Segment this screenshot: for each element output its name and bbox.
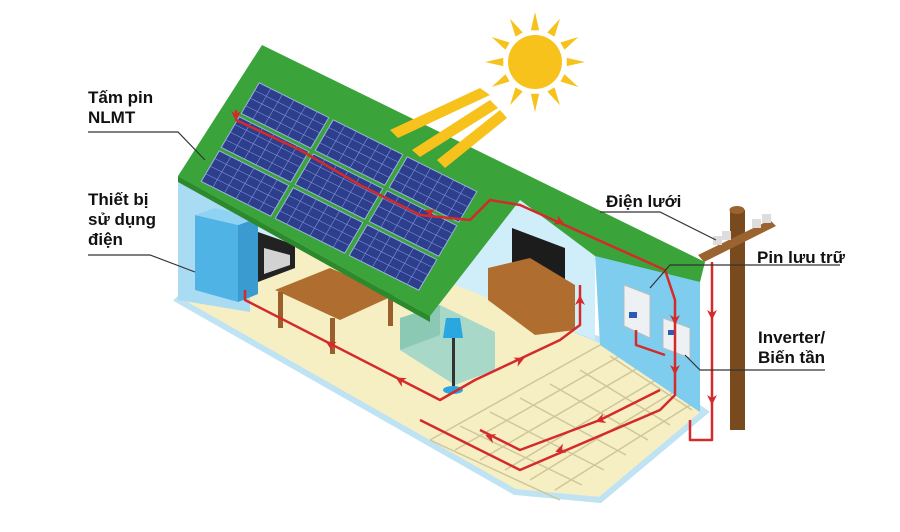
tile-line — [519, 397, 627, 456]
panel-cell-line — [230, 131, 300, 168]
panel-cell-line — [362, 232, 433, 268]
panel-cell-line — [214, 158, 285, 194]
sun-ray — [491, 74, 510, 87]
tile-line — [549, 383, 649, 441]
panel-cell-line — [210, 165, 280, 202]
sun-ray — [547, 87, 560, 106]
wire-arrows — [231, 111, 717, 453]
sun-ray — [560, 74, 579, 87]
label-inverter: Inverter/ Biến tần — [758, 328, 826, 367]
utility-pole — [698, 206, 776, 430]
arrow-icon — [485, 434, 497, 444]
panel-cell-line — [299, 176, 370, 212]
panel-cell-line — [308, 161, 379, 197]
arrow-icon — [595, 413, 607, 423]
panel-cell-line — [288, 195, 359, 231]
panel-cell-line — [328, 127, 399, 163]
sun-ray — [566, 57, 585, 67]
panel-cell-line — [284, 202, 354, 239]
sun-ray — [530, 12, 540, 31]
sun-ray — [510, 87, 523, 106]
arrow-icon — [395, 377, 407, 387]
table — [275, 268, 395, 354]
tv-cabinet — [488, 228, 575, 335]
tile-line — [454, 356, 619, 451]
panel-cell-line — [324, 134, 394, 171]
arrow-icon — [707, 395, 717, 405]
panel-cell-line — [393, 179, 464, 215]
tile-line — [504, 380, 655, 471]
tile-line — [554, 404, 691, 491]
panel-cell-line — [254, 90, 325, 126]
panel-cell-line — [250, 97, 320, 134]
sun-ray — [547, 18, 560, 37]
arrow-icon — [553, 215, 565, 225]
panel-cell-line — [234, 124, 305, 160]
panel-cell-line — [402, 164, 473, 200]
arrow-icon — [231, 111, 241, 121]
panel-cell-line — [398, 171, 468, 208]
sun-ray — [560, 37, 579, 50]
panel-cell-line — [382, 198, 453, 234]
sun-ray — [510, 18, 523, 37]
label-battery: Pin lưu trữ — [757, 248, 845, 267]
label-grid: Điện lưới — [606, 192, 682, 211]
panel-cell-line — [225, 139, 296, 175]
tile-line — [429, 344, 601, 441]
arrow-icon — [555, 443, 567, 453]
fridge — [195, 208, 258, 302]
panel-cell-line — [358, 239, 428, 276]
storage-battery — [623, 284, 651, 339]
solar-panels — [200, 82, 478, 291]
panel-cell-line — [319, 142, 390, 178]
label-solar-panel: Tấm pin NLMT — [88, 88, 154, 127]
sun — [485, 12, 585, 112]
arrow-icon — [575, 295, 585, 305]
panel-cell-line — [373, 213, 444, 249]
arrow-icon — [423, 209, 435, 219]
arrow-icon — [707, 310, 717, 320]
sun-ray — [530, 93, 540, 112]
arrow-icon — [670, 315, 680, 325]
inverter — [662, 317, 691, 359]
power-wires — [234, 110, 714, 472]
tile-line — [429, 439, 561, 501]
sun-ray — [491, 37, 510, 50]
floor-lamp — [443, 318, 463, 394]
panel-cell-line — [279, 210, 350, 246]
leader-lines — [88, 131, 840, 371]
arrow-icon — [670, 365, 680, 375]
arrow-icon — [513, 357, 525, 367]
panel-cell-line — [205, 173, 276, 209]
tile-line — [479, 368, 637, 461]
panel-cell-line — [245, 105, 316, 141]
panel-cell-line — [378, 205, 448, 242]
sun-ray — [485, 57, 504, 67]
label-appliances: Thiết bị sử dụng điện — [88, 190, 157, 249]
roof-edge — [178, 176, 430, 322]
panel-cell-line — [304, 168, 374, 205]
sun-rays-beams — [390, 88, 507, 168]
arrow-icon — [325, 341, 337, 351]
panel-cell-line — [353, 247, 424, 283]
oven — [258, 232, 295, 282]
